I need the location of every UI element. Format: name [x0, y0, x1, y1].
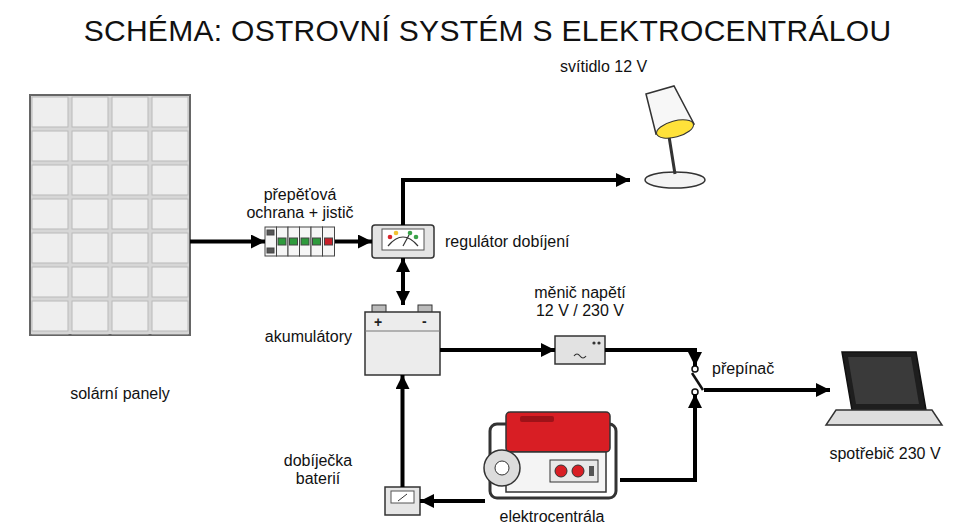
battery-charger — [385, 487, 420, 515]
power-line — [704, 388, 830, 392]
component-label: elektrocentrála — [472, 508, 632, 526]
breaker-symbol — [265, 227, 335, 256]
switch-symbol — [692, 366, 703, 395]
component-node: přepěťová ochrana + jistič — [265, 225, 335, 258]
generator — [484, 412, 616, 498]
component-label: dobíječka baterií — [272, 452, 364, 488]
component-label: regulátor dobíjení — [445, 233, 605, 251]
battery — [365, 305, 440, 375]
component-node: regulátor dobíjení — [372, 225, 434, 258]
component-label: přepěťová ochrana + jistič — [240, 186, 360, 222]
component-node: svítidlo 12 V — [630, 84, 710, 190]
inverter — [555, 336, 605, 364]
power-line — [440, 348, 555, 352]
desk-lamp — [645, 86, 705, 188]
power-line — [335, 240, 372, 244]
component-node: spotřebič 230 V — [830, 350, 942, 428]
component-node: měnič napětí 12 V / 230 V — [555, 336, 605, 364]
component-node: dobíječka baterií — [385, 487, 420, 515]
component-label: měnič napětí 12 V / 230 V — [530, 284, 630, 320]
power-line — [420, 499, 485, 503]
power-line — [401, 375, 405, 487]
charge-controller — [372, 225, 434, 258]
component-node: elektrocentrála — [485, 410, 620, 505]
component-label: přepínač — [712, 360, 802, 378]
terminal-sign: - — [422, 314, 427, 328]
solar-panel — [30, 95, 190, 335]
component-node: přepínač — [686, 366, 704, 394]
component-label: svítidlo 12 V — [560, 58, 700, 76]
component-label: solární panely — [40, 385, 200, 403]
laptop — [826, 352, 942, 425]
power-line — [605, 350, 695, 366]
terminal-sign: + — [374, 315, 382, 329]
diagram-title: SCHÉMA: OSTROVNÍ SYSTÉM S ELEKTROCENTRÁL… — [0, 14, 975, 48]
component-label: akumulátory — [240, 328, 352, 346]
power-line — [190, 240, 265, 244]
component-label: spotřebič 230 V — [805, 445, 965, 463]
component-node: solární panely — [30, 95, 190, 335]
power-line — [401, 258, 405, 305]
power-line — [403, 180, 630, 225]
power-line — [620, 394, 695, 480]
